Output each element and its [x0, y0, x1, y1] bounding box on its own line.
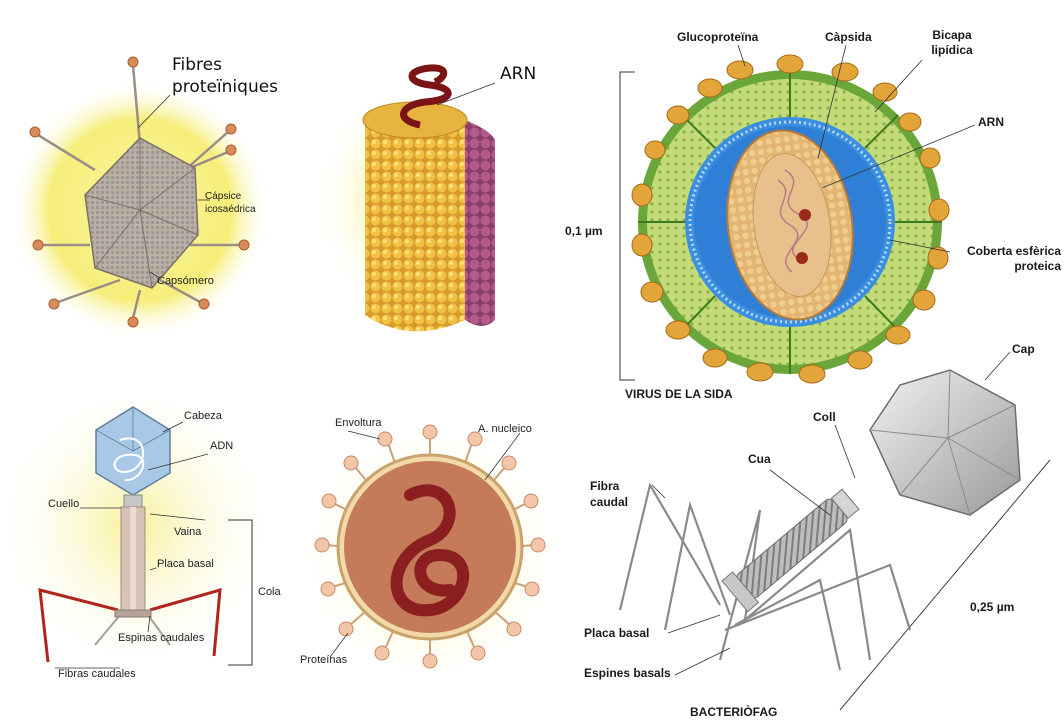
bacteriophage-es-illustration: [0, 400, 310, 690]
bacteriophage-ca-panel: Cap Coll Cua Fibra caudal Placa basal Es…: [570, 330, 1064, 724]
espinas-caudales-label: Espinas caudales: [118, 632, 204, 644]
capsida-label: Càpsida: [825, 30, 872, 44]
bacteriophage-es-panel: Cabeza ADN Cuello Vaina Placa basal Cola…: [0, 400, 310, 690]
icosahedral-virus-panel: Fibres proteïniques Cápsice icosaédrica …: [0, 40, 300, 340]
coll-label: Coll: [813, 410, 836, 424]
helical-virus-illustration: [315, 50, 555, 350]
envoltura-label: Envoltura: [335, 417, 381, 429]
proteinas-label: Proteínas: [300, 654, 347, 666]
enveloped-virus-panel: Envoltura A. nucleico Proteínas: [290, 405, 570, 690]
cuello-label: Cuello: [48, 498, 79, 510]
hiv-size-label: 0,1 µm: [565, 224, 603, 238]
acido-nucleico-label: A. nucleico: [478, 423, 532, 435]
bicapa-lipidica-label: Bicapa lipídica: [922, 28, 982, 58]
cola-label: Cola: [258, 586, 281, 598]
arn-label-hiv: ARN: [978, 115, 1004, 129]
fibra-caudal-label: Fibra caudal: [590, 478, 642, 510]
adn-label: ADN: [210, 440, 233, 452]
placa-basal-es-label: Placa basal: [157, 558, 214, 570]
bacteriophage-ca-illustration: [570, 330, 1064, 724]
phage-size-label: 0,25 µm: [970, 600, 1014, 614]
espines-basals-label: Espines basals: [584, 666, 671, 680]
capsomero-label: Capsómero: [157, 275, 214, 287]
fibras-caudales-label: Fibras caudales: [58, 668, 136, 680]
coberta-esferica-proteica-label: Coberta esfèrica proteica: [943, 244, 1061, 274]
vaina-label: Vaina: [174, 526, 201, 538]
phage-ca-head: [870, 370, 1020, 515]
arn-label-helical: ARN: [500, 64, 536, 84]
glucoproteina-label: Glucoproteïna: [677, 30, 758, 44]
cap-label: Cap: [1012, 342, 1035, 356]
enveloped-virus-illustration: [290, 405, 570, 690]
cua-label: Cua: [748, 452, 771, 466]
capsice-icosaedrica-label: Cápsice icosaédrica: [205, 190, 265, 216]
cabeza-label: Cabeza: [184, 410, 222, 422]
helical-virus-panel: ARN: [315, 50, 555, 350]
fibres-proteiniques-label: Fibres proteïniques: [172, 54, 282, 98]
bacteriofag-title: BACTERIÒFAG: [690, 705, 777, 719]
placa-basal-ca-label: Placa basal: [584, 626, 649, 640]
